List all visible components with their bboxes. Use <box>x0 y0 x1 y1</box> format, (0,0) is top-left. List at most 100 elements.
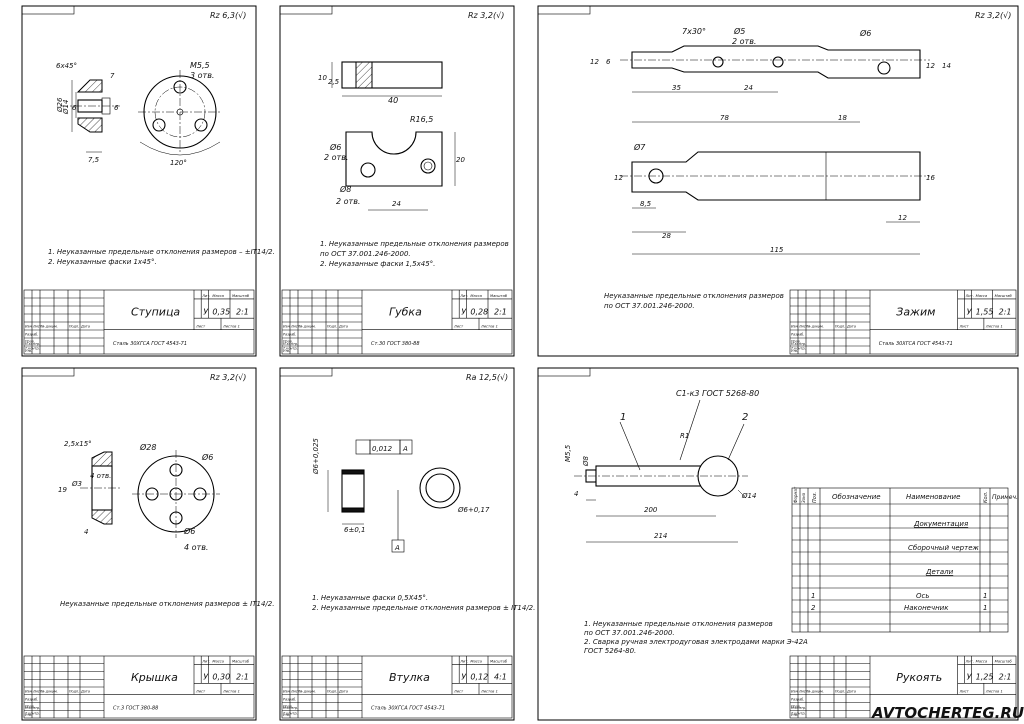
stamp-label: Т.контр. <box>791 711 806 715</box>
note-2: 2. Неуказанные предельные отклонения раз… <box>312 604 535 612</box>
dim-hole1n: 2 отв. <box>324 153 348 162</box>
sheet-kryshka: Rz 3,2(√) 2,5х15° 19 Ø3 4 Ø28 Ø6 4 отв. … <box>58 373 274 608</box>
dim-holes: 3 отв. <box>190 71 214 80</box>
dim-len: 6±0,1 <box>344 526 365 534</box>
vtulka-end-view <box>419 467 461 509</box>
rukoyat-assembly-view <box>574 399 748 543</box>
stamp-label: Масштаб <box>995 294 1013 298</box>
stamp-label: Подп. <box>835 325 845 329</box>
stamp-label: Лит. <box>965 660 974 664</box>
dim-w: 24 <box>392 200 401 208</box>
stamp-mass: 0,28 <box>470 307 488 316</box>
stamp-scale: 2:1 <box>494 307 507 316</box>
stamp-label: Разраб. <box>283 333 296 337</box>
dim-d8: Ø8 <box>582 455 590 467</box>
spec-row-pos: 2 <box>811 604 816 612</box>
dim-l200: 200 <box>644 506 658 514</box>
stamp-label: Лист <box>32 325 43 329</box>
stamp-label: Изм <box>25 325 32 329</box>
dim-d1: Ø26 <box>56 97 64 113</box>
stamp-label: Подп. <box>327 689 337 693</box>
stamp-label: Листов 1 <box>480 325 498 329</box>
stamp-label: Н.контр. <box>25 342 40 346</box>
spec-row-name: Наконечник <box>904 604 949 612</box>
stamp-lit: У <box>967 673 973 682</box>
spec-row-name: Ось <box>916 592 929 600</box>
stamp-label: Масса <box>976 660 987 664</box>
stamp-title: Губка <box>389 306 422 319</box>
stamp-label: Листов 1 <box>985 325 1003 329</box>
dim-tol: 0,012 <box>372 445 393 453</box>
stamp-label: Изм <box>791 325 798 329</box>
sheet-frames <box>21 5 1019 721</box>
spec-row-qty: 1 <box>983 604 987 612</box>
vtulka-section-view <box>327 439 413 553</box>
stamp-label: Подп. <box>835 689 845 693</box>
stamp-label: Масса <box>212 660 223 664</box>
dim-h6: 6 <box>606 58 611 66</box>
stamp-label: Пров. <box>283 704 293 708</box>
dim-d3: Ø3 <box>71 480 82 488</box>
stamp-label: № докум. <box>40 325 58 329</box>
dim-h: 6 <box>114 104 119 112</box>
weld-mark: С1-к3 ГОСТ 5268-80 <box>676 389 759 398</box>
stamp-label: Лит. <box>201 294 210 298</box>
stamp-label: Лит. <box>459 294 468 298</box>
dim-d28: Ø28 <box>139 442 156 452</box>
note-4: ГОСТ 5264-80. <box>584 647 636 655</box>
stamp-label: Масса <box>976 294 987 298</box>
stamp-label: Лит. <box>201 660 210 664</box>
kryshka-front-view <box>132 450 220 538</box>
dim-hole5: Ø5 <box>733 26 745 36</box>
stamp-label: Н.контр. <box>791 342 806 346</box>
dim-hole6: Ø6 <box>859 28 871 38</box>
note-2: 2. Неуказанные фаски 1х45°. <box>48 258 157 266</box>
stamp-label: Лист <box>798 689 809 693</box>
dim-r: R1 <box>680 432 689 440</box>
spec-h-designation: Обозначение <box>832 493 881 501</box>
dim-hole2n: 2 отв. <box>336 197 360 206</box>
note-1: 1. Неуказанные предельные отклонения раз… <box>584 620 773 628</box>
note-1: 1. Неуказанные предельные отклонения раз… <box>320 240 509 248</box>
gubka-front-view <box>345 131 456 211</box>
stamp-label: Масштаб <box>232 660 250 664</box>
stamp-label: Масса <box>470 294 481 298</box>
dim-h14: 14 <box>942 62 951 70</box>
watermark: AVTOCHERTEG.RU <box>871 704 1024 722</box>
stamp-label: Т.контр. <box>791 347 806 351</box>
stamp-label: Изм <box>283 689 290 693</box>
stamp-mass: 0,35 <box>212 307 230 316</box>
spec-row-pos: 1 <box>811 592 815 600</box>
note-1: 1. Неуказанные предельные отклонения раз… <box>48 248 275 256</box>
stamp-label: Н.контр. <box>283 342 298 346</box>
stamp-scale: 2:1 <box>236 673 249 682</box>
note-2: по ОСТ 37.001.246-2000. <box>604 302 695 310</box>
dim-l24: 24 <box>744 84 753 92</box>
stamp-label: № докум. <box>806 689 824 693</box>
stamp-label: Разраб. <box>283 697 296 701</box>
stamp-label: Пров. <box>25 340 35 344</box>
dim-d19: 19 <box>58 486 67 494</box>
stamp-label: Лист <box>290 689 301 693</box>
stamp-label: Утв. <box>283 349 290 353</box>
dim-d3: 6 <box>72 104 77 112</box>
stamp-label: Т.контр. <box>25 711 40 715</box>
spec-h-format: Формат <box>793 486 798 503</box>
note-2: по ОСТ 37.001.246-2000. <box>320 250 411 258</box>
stamp-label: Лист <box>798 325 809 329</box>
stamp-label: Т.контр. <box>283 711 298 715</box>
spec-row-name: Детали <box>925 568 954 576</box>
stamp-scale: 4:1 <box>494 673 507 682</box>
zazhim-top-view <box>620 45 930 123</box>
stamp-label: Масштаб <box>995 660 1013 664</box>
spec-row-name: Сборочный чертеж <box>908 544 979 552</box>
stamp-material: Ст.30 ГОСТ 380-88 <box>371 341 420 347</box>
stamp-label: Дата <box>846 689 856 693</box>
dim-l78: 78 <box>720 114 729 122</box>
stamp-label: Утв. <box>25 713 32 717</box>
note-1: Неуказанные предельные отклонения размер… <box>60 600 274 608</box>
note-2: по ОСТ 37.001.246-2000. <box>584 629 675 637</box>
stamp-label: Изм <box>283 325 290 329</box>
